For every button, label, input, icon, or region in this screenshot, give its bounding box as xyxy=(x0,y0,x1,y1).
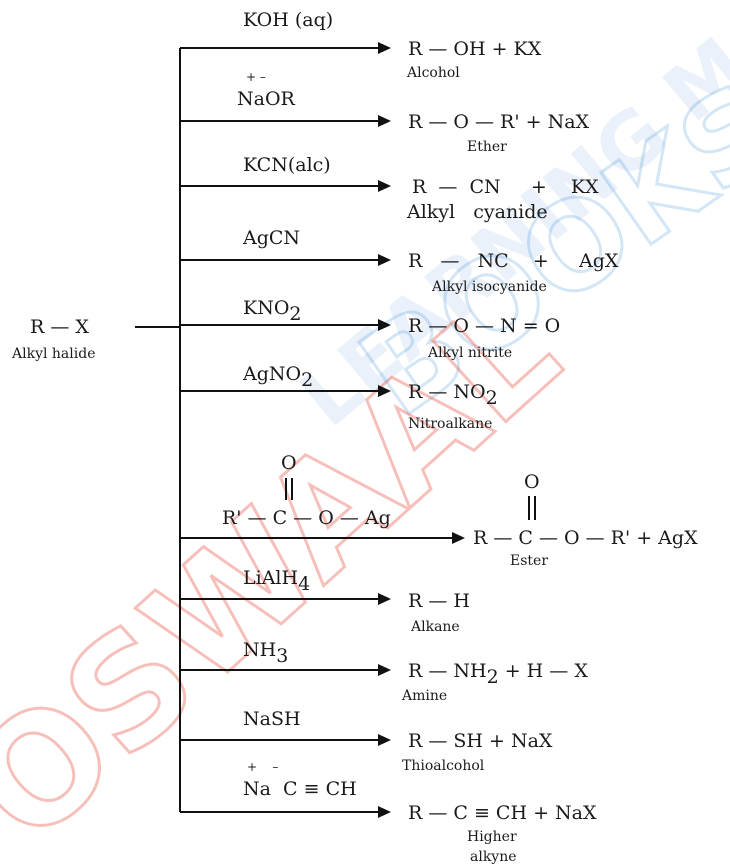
product-formula: R — O — N = O xyxy=(408,315,560,337)
branch-nash: NaSH R — SH + NaX Thioalcohol xyxy=(180,708,553,774)
branch-nh3: NH3 R — NH2 + H — X Amine xyxy=(180,639,588,704)
reactant-formula: R — X xyxy=(30,316,89,338)
reagent-label: KOH (aq) xyxy=(243,9,333,31)
product-name: Alkyl isocyanide xyxy=(431,279,547,295)
branch-sodium-acetylide: + – Na C ≡ CH R — C ≡ CH + NaX Higher al… xyxy=(180,760,597,865)
product-name: Alkyl nitrite xyxy=(427,345,512,361)
reagent-label: NH3 xyxy=(243,639,288,667)
product-name: Alcohol xyxy=(406,65,460,81)
reactant-name: Alkyl halide xyxy=(11,346,95,362)
product-name: Nitroalkane xyxy=(408,416,492,432)
product-name: Ester xyxy=(510,553,548,569)
product-carbonyl-o: O xyxy=(524,471,540,493)
product-formula: R — NO2 xyxy=(408,381,498,409)
charge-labels: + – xyxy=(247,760,278,774)
branch-kcn: KCN(alc) R — CN + KX Alkyl cyanide xyxy=(180,154,599,223)
product-formula: R — H xyxy=(408,590,470,612)
reagent-carbonyl-o: O xyxy=(281,452,297,474)
reagent-label: R' — C — O — Ag xyxy=(222,507,391,529)
product-formula: R — SH + NaX xyxy=(408,730,553,752)
product-name: Ether xyxy=(467,139,507,155)
charge-labels: + – xyxy=(246,70,266,84)
branch-agcn: AgCN R — NC + AgX Alkyl isocyanide xyxy=(180,227,619,295)
product-name: Alkyl cyanide xyxy=(406,201,548,223)
product-name: Alkane xyxy=(410,619,460,635)
branch-naor: + – NaOR R — O — R' + NaX Ether xyxy=(180,70,590,155)
branch-kno2: KNO2 R — O — N = O Alkyl nitrite xyxy=(180,297,560,361)
product-formula: R — CN + KX xyxy=(412,176,599,198)
product-name-line2: alkyne xyxy=(470,849,517,865)
reagent-label: NaOR xyxy=(237,88,296,110)
branch-koh: KOH (aq) R — OH + KX Alcohol xyxy=(180,9,542,81)
reagent-label: KNO2 xyxy=(243,297,302,325)
product-formula: R — C — O — R' + AgX xyxy=(473,527,698,549)
product-formula: R — NC + AgX xyxy=(408,250,619,272)
product-name: Amine xyxy=(401,688,447,704)
product-name: Thioalcohol xyxy=(402,758,485,774)
reagent-label: NaSH xyxy=(243,708,301,730)
reagent-label: AgNO2 xyxy=(242,363,313,391)
product-formula: R — OH + KX xyxy=(408,38,542,60)
branch-agno2: AgNO2 R — NO2 Nitroalkane xyxy=(180,363,498,432)
product-formula: R — C ≡ CH + NaX xyxy=(408,802,597,824)
product-formula: R — O — R' + NaX xyxy=(408,111,590,133)
branch-silver-carboxylate: O R' — C — O — Ag O R — C — O — R' + AgX… xyxy=(180,452,698,569)
reagent-label: AgCN xyxy=(242,227,300,249)
product-name: Higher xyxy=(467,829,517,845)
product-formula: R — NH2 + H — X xyxy=(408,660,588,688)
reagent-label: Na C ≡ CH xyxy=(243,778,357,800)
reagent-label: KCN(alc) xyxy=(243,154,331,176)
branch-lialh4: LiAlH4 R — H Alkane xyxy=(180,567,470,635)
reagent-label: LiAlH4 xyxy=(243,567,310,595)
